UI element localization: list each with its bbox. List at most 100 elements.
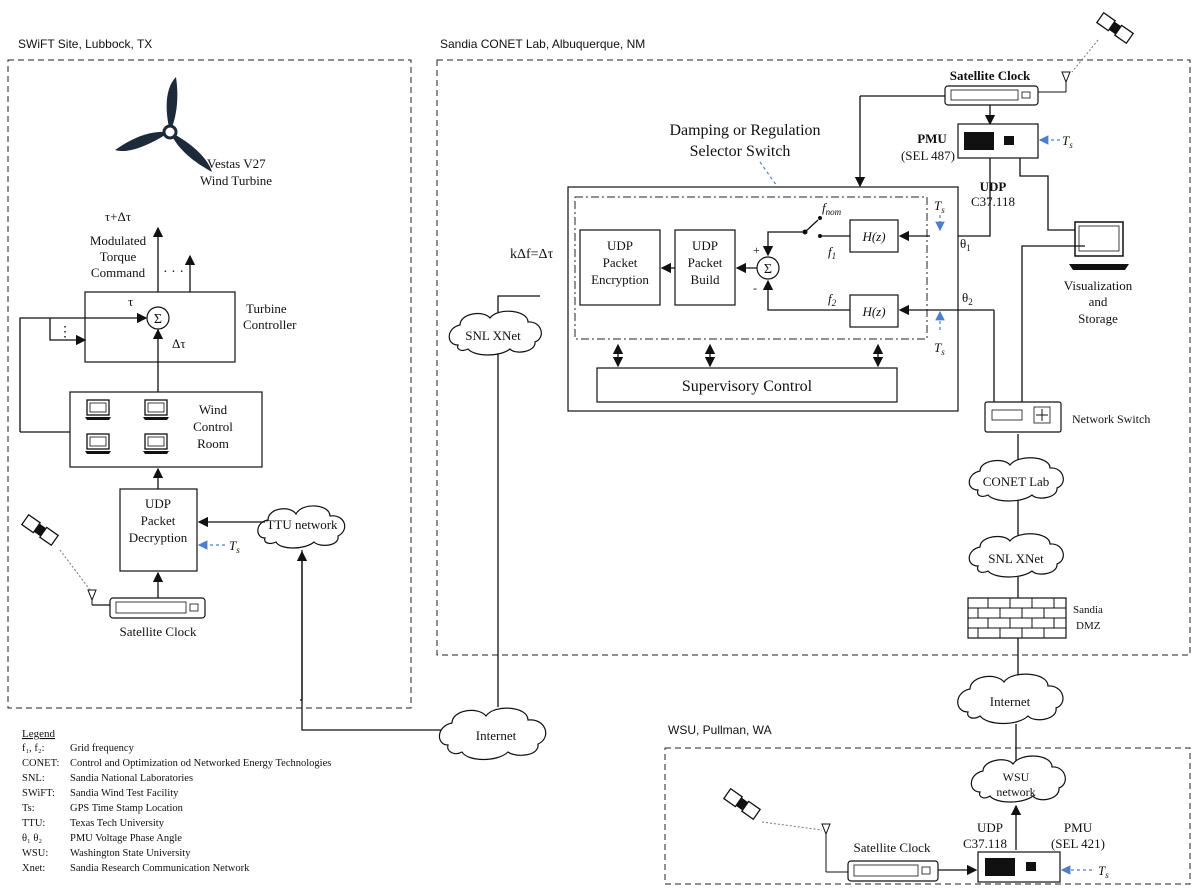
tau-label: τ <box>128 294 133 309</box>
satellite-clock-device <box>109 597 206 619</box>
legend-value: PMU Voltage Phase Angle <box>70 833 182 844</box>
room-label-2: Control <box>193 419 233 434</box>
delta-tau-label: Δτ <box>172 336 186 351</box>
controller-feedback-dots: ⋮ <box>58 325 72 340</box>
f1-label: f1 <box>828 244 836 261</box>
wsu-network-cloud <box>970 755 1066 803</box>
firewall-icon <box>967 597 1067 639</box>
wsu-network-label-1: WSU <box>1003 770 1030 784</box>
hz-block-2 <box>849 294 899 328</box>
wsu-sat-clock-label: Satellite Clock <box>854 840 931 855</box>
satellite-icon <box>21 514 59 546</box>
udp-decryption-label-1: UDP <box>145 496 171 511</box>
computer-icon <box>84 399 112 421</box>
build-label-3: Build <box>691 272 720 287</box>
modulated-label-1: Modulated <box>90 233 147 248</box>
udp-encryption-box <box>579 229 661 306</box>
snl-xnet-cloud <box>448 310 542 356</box>
antenna-icon <box>1061 71 1071 84</box>
wsu-pmu-label-1: PMU <box>1064 820 1093 835</box>
controller-feedback-arrow <box>49 318 87 346</box>
legend-key: f₁, f₂: <box>22 743 45 754</box>
network-switch-device <box>984 401 1062 433</box>
snl-xnet-cloud-2 <box>968 533 1064 578</box>
enc-label-1: UDP <box>607 238 633 253</box>
supervisory-label: Supervisory Control <box>682 378 813 395</box>
viz-to-switch-line <box>1021 245 1085 402</box>
legend-key: Ts: <box>22 803 35 814</box>
network-switch-label: Network Switch <box>1072 412 1150 426</box>
internet-cloud-right <box>957 673 1064 725</box>
modulated-label-3: Command <box>91 265 146 280</box>
legend-key: WSU: <box>22 848 48 859</box>
pmu-to-viz-arrow <box>1019 158 1087 236</box>
satellite-signal <box>59 549 91 591</box>
room-label-3: Room <box>197 436 229 451</box>
switch-callout-arrow <box>759 161 806 227</box>
legend-title: Legend <box>22 728 55 740</box>
ts-label: Ts <box>934 340 945 357</box>
satellite-clock-device <box>847 860 939 882</box>
udp-build-box <box>674 229 736 306</box>
hz-block-1 <box>849 219 899 253</box>
viz-label-3: Storage <box>1078 311 1118 326</box>
conet-lab-cloud <box>968 457 1064 502</box>
snl-xnet-label: SNL XNet <box>465 328 521 343</box>
fnom-label: fnom <box>822 200 842 217</box>
wsu-pmu-label-2: (SEL 421) <box>1051 836 1105 851</box>
udp-decryption-box <box>119 488 198 572</box>
hz-label-2: H(z) <box>861 304 885 319</box>
satellite-clock-device <box>944 85 1039 106</box>
wsu-ts-label: Ts <box>1098 863 1109 880</box>
kdf-label: kΔf=Δτ <box>510 247 554 262</box>
room-to-controller-line <box>19 317 50 432</box>
swift-region-box <box>7 59 412 709</box>
satellite-icon <box>723 788 761 820</box>
selector-switch-icon <box>804 219 819 233</box>
legend-value: Texas Tech University <box>70 818 165 829</box>
internet-to-xnet-line <box>497 295 540 707</box>
legend-value: Grid frequency <box>70 743 135 754</box>
pmu-label-1: PMU <box>917 131 947 146</box>
ttu-network-cloud <box>257 505 346 549</box>
legend-value: GPS Time Stamp Location <box>70 803 184 814</box>
switch-label-1: Damping or Regulation <box>669 122 820 139</box>
legend-key: SNL: <box>22 773 45 784</box>
f2-to-summer-arrow <box>762 279 850 311</box>
internet-to-ttu-arrow <box>296 550 448 731</box>
theta2-label: θ2 <box>962 290 973 307</box>
computer-icon <box>142 399 170 421</box>
packet-pipeline-boundary <box>574 196 928 340</box>
ttu-network-label: TTU network <box>266 517 338 532</box>
plus-sign: + <box>753 243 760 257</box>
pmu-sel421-device <box>977 851 1061 883</box>
internet-cloud-left <box>438 707 547 761</box>
legend: Legend f₁, f₂: Grid frequency CONET: Con… <box>22 728 331 874</box>
switch-to-summer-arrow <box>762 231 805 257</box>
output-dots: · · · <box>163 265 184 280</box>
controller-label-2: Controller <box>243 317 297 332</box>
swift-sat-clock-label: Satellite Clock <box>120 624 197 639</box>
viz-label-2: and <box>1089 294 1108 309</box>
hz-label-1: H(z) <box>861 229 885 244</box>
legend-value: Sandia Research Communication Network <box>70 863 250 874</box>
sandia-sat-clock-label: Satellite Clock <box>950 68 1031 83</box>
legend-key: CONET: <box>22 758 59 769</box>
wsu-region-title: WSU, Pullman, WA <box>668 723 772 737</box>
satellite-signal <box>761 821 823 831</box>
enc-label-2: Packet <box>603 255 638 270</box>
theta1-label: θ1 <box>960 236 971 253</box>
wsu-region-box <box>664 747 1191 885</box>
swift-region-title: SWiFT Site, Lubbock, TX <box>18 37 152 51</box>
dmz-label-1: Sandia <box>1073 604 1103 616</box>
turbine-label-1: Vestas V27 <box>207 156 266 171</box>
sandia-region-box <box>436 59 1191 656</box>
satellite-icon <box>1096 12 1134 44</box>
antenna-icon <box>821 823 831 836</box>
legend-key: θ₁ θ₂ <box>22 833 42 844</box>
computer-icon <box>84 433 112 455</box>
legend-value: Control and Optimization od Networked En… <box>70 758 331 769</box>
ts-label: Ts <box>934 198 945 215</box>
build-label-1: UDP <box>692 238 718 253</box>
ts-label: Ts <box>229 538 240 555</box>
